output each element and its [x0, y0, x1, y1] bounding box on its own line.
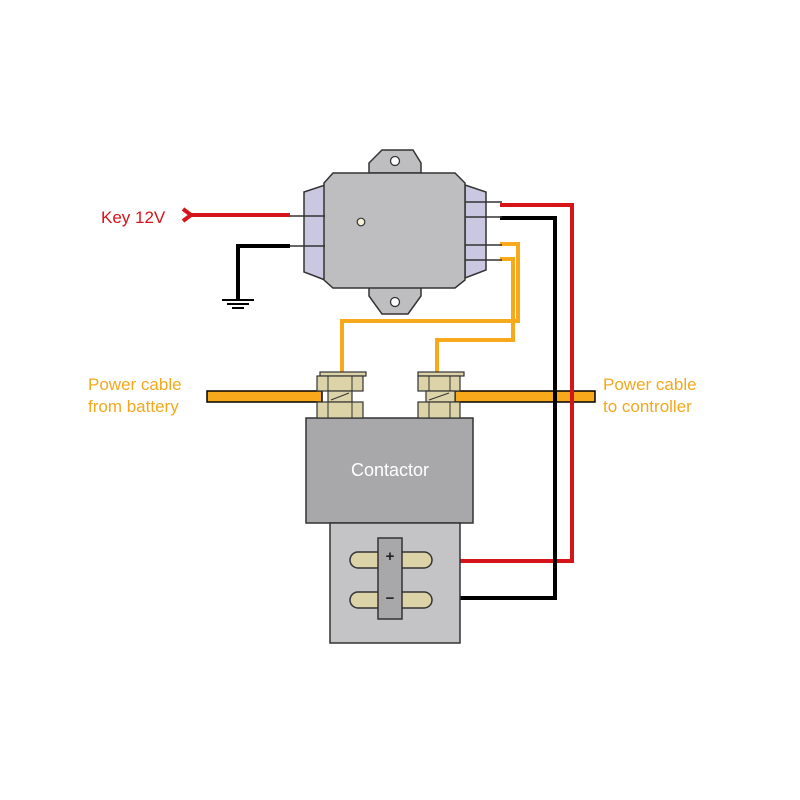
- power-to-controller-label-line2: to controller: [603, 397, 692, 416]
- coil-plus-label: +: [386, 548, 395, 565]
- contactor-label: Contactor: [351, 460, 429, 480]
- module-side-left: [303, 183, 326, 282]
- contactor: Contactor + −: [305, 417, 474, 644]
- wire-red-coil-plus: [430, 203, 574, 563]
- control-module: [290, 149, 502, 315]
- wire-black-ground: [222, 244, 290, 309]
- mount-hole-top: [389, 155, 401, 167]
- module-body: [323, 172, 466, 289]
- power-to-controller-label-line1: Power cable: [603, 375, 697, 394]
- terminal-stud-right: [417, 371, 465, 419]
- module-side-right: [464, 183, 487, 280]
- ground-icon: [222, 299, 254, 309]
- wire-orange-right-stud: [435, 257, 515, 372]
- connector-arrow-icon: [181, 207, 193, 223]
- power-from-battery-label-line2: from battery: [88, 397, 179, 416]
- terminal-stud-left: [316, 371, 367, 419]
- wire-red-key-input: [181, 207, 290, 223]
- power-from-battery-label-line1: Power cable: [88, 375, 182, 394]
- coil-terminal-bar: [377, 537, 403, 620]
- coil-minus-label: −: [386, 590, 395, 607]
- mount-hole-bottom: [389, 296, 401, 308]
- wire-orange-left-stud: [340, 242, 520, 372]
- key-12v-label: Key 12V: [101, 208, 166, 227]
- power-cable-from-battery: [206, 390, 323, 403]
- led-indicator-icon: [356, 217, 366, 227]
- wire-black-coil-minus: [430, 216, 557, 600]
